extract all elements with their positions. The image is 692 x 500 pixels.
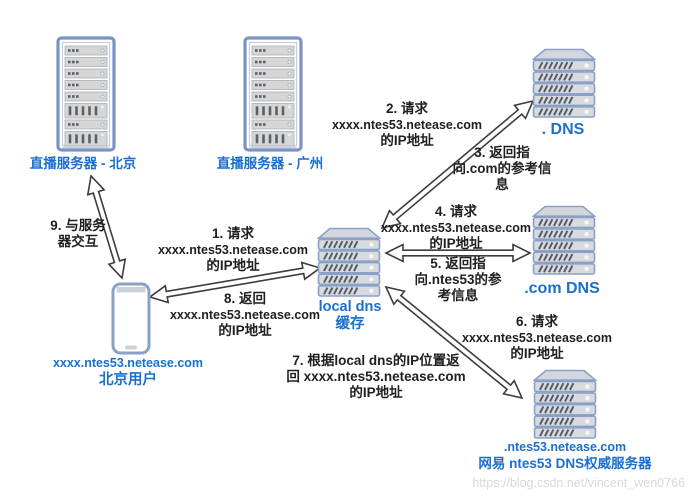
com-dns-server-icon [532, 205, 596, 276]
auth-dns-server-icon [533, 369, 597, 440]
arrow-localdns-authdns [384, 285, 524, 400]
beijing-server-label: 直播服务器 - 北京 [29, 156, 137, 171]
step8-label: 8. 返回 xxxx.ntes53.netease.com 的IP地址 [169, 291, 321, 338]
step7-label: 7. 根据local dns的IP位置返 回 xxxx.ntes53.netea… [286, 353, 466, 400]
guangzhou-server-label: 直播服务器 - 广州 [216, 156, 324, 171]
step6-label: 6. 请求 xxxx.ntes53.netease.com 的IP地址 [461, 314, 613, 361]
phone-icon [111, 282, 151, 355]
step1-label: 1. 请求 xxxx.ntes53.netease.com 的IP地址 [157, 226, 309, 273]
arrow-user-beijing-server [86, 174, 127, 280]
step4-label: 4. 请求 xxxx.ntes53.netease.com 的IP地址 [380, 204, 532, 251]
local-dns-server-icon [317, 227, 381, 298]
server-rack-guangzhou-icon [243, 36, 303, 152]
step9-label: 9. 与服务 器交互 [50, 218, 106, 249]
user-phone-label: xxxx.ntes53.netease.com 北京用户 [52, 356, 204, 388]
server-rack-beijing-icon [56, 36, 116, 152]
step5-label: 5. 返回指 向.ntes53的参 考信息 [414, 256, 502, 303]
step2-label: 2. 请求 xxxx.ntes53.netease.com 的IP地址 [331, 101, 483, 148]
arrow-localdns-comdns [384, 243, 532, 263]
auth-dns-label: .ntes53.netease.com 网易 ntes53 DNS权威服务器 [478, 440, 652, 471]
watermark-url: https://blog.csdn.net/vincent_wen0766 [472, 476, 685, 490]
root-dns-server-icon [532, 48, 596, 119]
step3-label: 3. 返回指 向.com的参考信 息 [452, 145, 552, 192]
local-dns-label: local dns 缓存 [318, 299, 382, 332]
root-dns-label: . DNS [541, 121, 585, 138]
com-dns-label: .com DNS [524, 280, 600, 297]
